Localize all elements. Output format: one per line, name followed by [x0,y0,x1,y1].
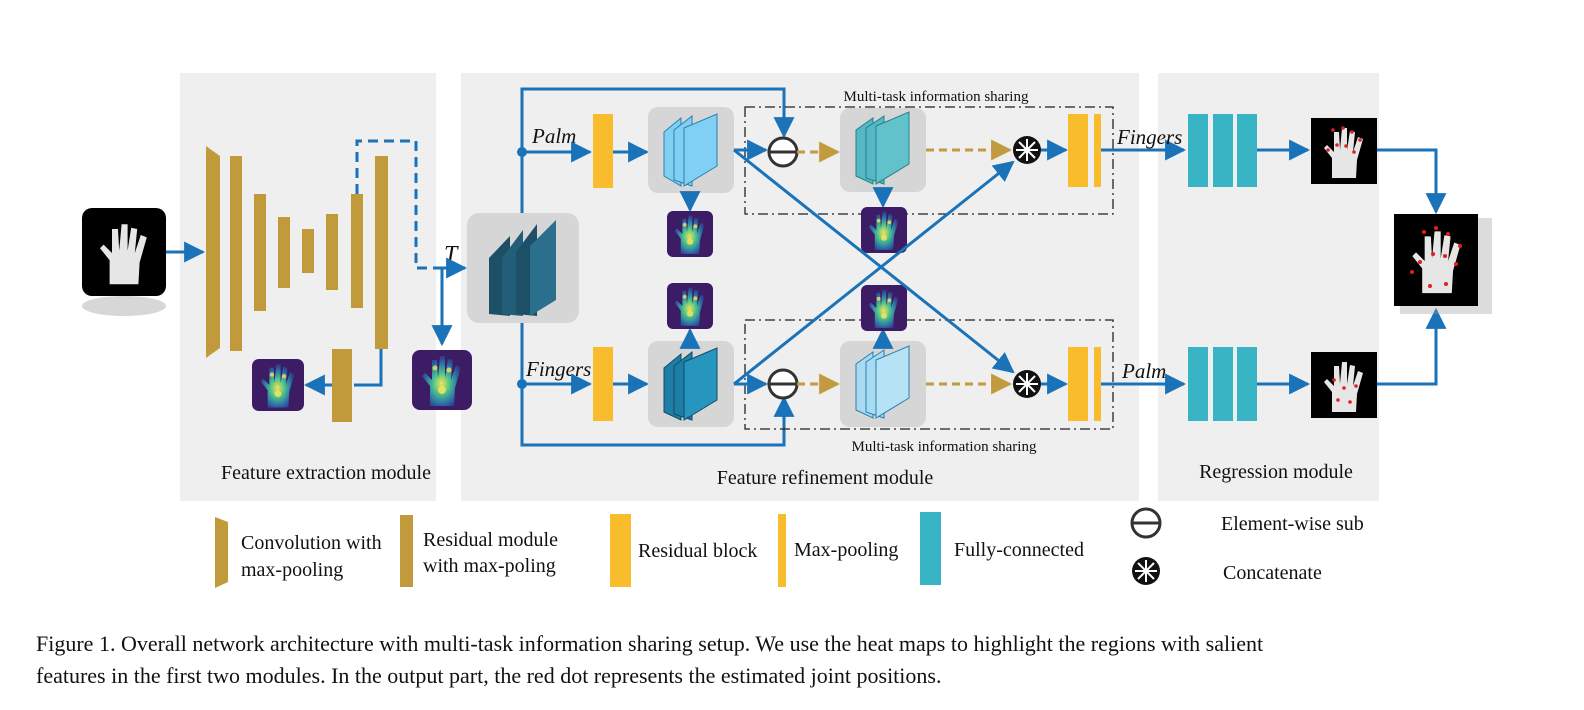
svg-text:Concatenate: Concatenate [1223,562,1322,584]
legend-res-block-swatch [610,514,631,587]
skip-connection [355,139,440,270]
legend-concat-icon [1132,557,1160,585]
svg-text:Element-wise sub: Element-wise sub [1221,513,1364,535]
svg-text:Fully-connected: Fully-connected [954,539,1084,561]
fc-layers-top [1188,114,1257,187]
module-title-refinement: Feature refinement module [717,467,934,489]
svg-text:Convolution with: Convolution with [241,532,382,554]
extraction-panel [180,73,436,501]
fingers-out-residual [1068,347,1088,421]
palm-refined-block [840,108,926,192]
palm-prediction-image [1311,352,1377,418]
legend-res-module-swatch [400,515,413,587]
palm-residual-block [593,114,613,188]
extraction-heatmap-large [412,350,472,410]
palm-feature-block [648,107,734,193]
final-prediction-image [1394,214,1492,314]
legend-sub-icon [1130,507,1162,539]
sharing-label-top: Multi-task information sharing [844,89,1029,105]
palm-refined-heatmap [861,207,907,253]
legend-fc-swatch [920,512,941,585]
sharing-box-bottom [744,319,1114,430]
svg-text:Residual block: Residual block [638,540,757,562]
shared-feature-block [467,213,579,323]
palm-out-residual [1068,114,1088,187]
fingers-branch-label: Fingers [525,357,591,381]
fc-layers-bottom [1188,347,1257,421]
t-label: T [444,242,459,268]
svg-text:max-pooling: max-pooling [241,559,343,581]
fingers-feature-block [648,341,734,427]
palm-branch-label: Palm [531,124,576,148]
legend-maxpool-swatch [778,514,786,587]
module-title-regression: Regression module [1199,461,1353,483]
module-title-extraction: Feature extraction module [221,462,431,484]
fingers-heatmap [667,283,713,329]
decoder-heatmap-arrow [354,349,383,387]
svg-text:Max-pooling: Max-pooling [794,539,898,561]
svg-text:with max-poling: with max-poling [423,555,556,577]
concat-op-bottom [1013,370,1041,398]
cross-arrow-2 [733,160,1015,386]
legend: Convolution with max-pooling Residual mo… [215,507,1364,588]
cross-arrow-1 [733,148,1015,374]
fingers-refined-block [840,341,926,427]
concat-op-top [1013,136,1041,164]
sub-op-bottom [767,368,799,400]
fingers-out-maxpool [1094,347,1101,421]
caption-line-2: features in the first two modules. In th… [36,663,942,688]
palm-out-maxpool [1094,114,1101,187]
fingers-residual-block [593,347,613,421]
fingers-refined-heatmap [861,285,907,331]
sub-op-top [767,136,799,168]
palm-heatmap [667,211,713,257]
fingers-prediction-image [1311,118,1377,184]
extraction-heatmap-small [252,359,304,411]
caption-line-1: Figure 1. Overall network architecture w… [36,631,1264,656]
encoder-decoder-bars [206,146,388,422]
sharing-box-top [744,106,1114,215]
fingers-output-label: Fingers [1116,125,1182,149]
legend-conv-swatch [215,517,228,588]
sharing-label-bottom: Multi-task information sharing [852,439,1037,455]
svg-text:Residual module: Residual module [423,529,558,551]
figure-caption: Figure 1. Overall network architecture w… [36,628,1556,692]
input-depth-image [82,208,166,316]
palm-output-label: Palm [1121,359,1166,383]
